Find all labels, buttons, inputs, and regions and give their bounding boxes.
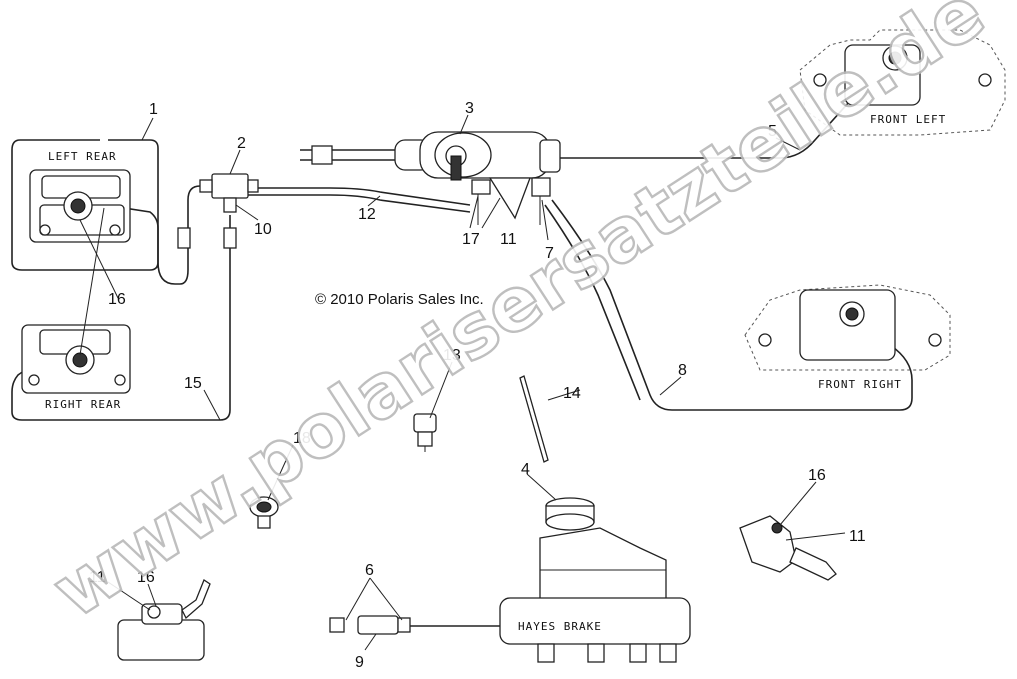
callout-16b: 16 — [808, 467, 826, 484]
callout-7: 7 — [545, 245, 554, 262]
caption-right-rear: RIGHT REAR — [45, 398, 121, 411]
callout-15: 15 — [184, 375, 202, 392]
front-right-caliper: FRONT RIGHT — [744, 284, 951, 391]
brake-line-1 — [11, 139, 159, 271]
callout-8: 8 — [678, 362, 687, 379]
grommet — [249, 496, 279, 529]
callout-5: 5 — [768, 123, 777, 140]
brake-tee-block — [177, 173, 259, 249]
callout-14: 14 — [563, 385, 581, 402]
left-rear-caliper: LEFT REAR — [29, 150, 131, 243]
brake-line-12 — [248, 187, 471, 206]
callout-13: 13 — [443, 347, 461, 364]
right-rear-caliper: RIGHT REAR — [21, 324, 131, 411]
caption-front-right: FRONT RIGHT — [818, 378, 902, 391]
brake-line-5 — [560, 61, 886, 159]
callout-1: 1 — [149, 101, 158, 118]
callout-9: 9 — [355, 654, 364, 671]
copyright-notice: © 2010 Polaris Sales Inc. — [315, 291, 484, 308]
parking-brake-assembly — [300, 131, 561, 225]
master-cylinder: HAYES BRAKE — [329, 497, 691, 663]
callout-16c: 16 — [137, 569, 155, 586]
leader-lines — [79, 114, 846, 651]
callout-numbers: 1 2 3 4 5 6 7 8 9 10 11 11 11 12 13 14 1… — [89, 100, 866, 671]
rear-caliper-detail — [117, 579, 211, 661]
callout-11c: 11 — [89, 569, 106, 586]
callout-4: 4 — [521, 461, 530, 478]
brake-line-8 — [551, 199, 913, 411]
caption-front-left: FRONT LEFT — [870, 113, 946, 126]
caption-left-rear: LEFT REAR — [48, 150, 117, 163]
callout-11b: 11 — [849, 528, 866, 545]
callout-2: 2 — [237, 135, 246, 152]
brake-light-switch — [413, 413, 437, 452]
front-left-caliper: FRONT LEFT — [799, 29, 1006, 136]
callout-18: 18 — [293, 430, 311, 447]
callout-16a: 16 — [108, 291, 126, 308]
callout-12: 12 — [358, 206, 376, 223]
callout-6: 6 — [365, 562, 374, 579]
callout-3: 3 — [465, 100, 474, 117]
front-caliper-detail — [739, 515, 837, 581]
callout-11a: 11 — [500, 231, 517, 248]
cable-tie — [519, 375, 549, 463]
callout-10: 10 — [254, 221, 272, 238]
callout-17: 17 — [462, 231, 480, 248]
master-cylinder-brand: HAYES BRAKE — [518, 620, 602, 633]
